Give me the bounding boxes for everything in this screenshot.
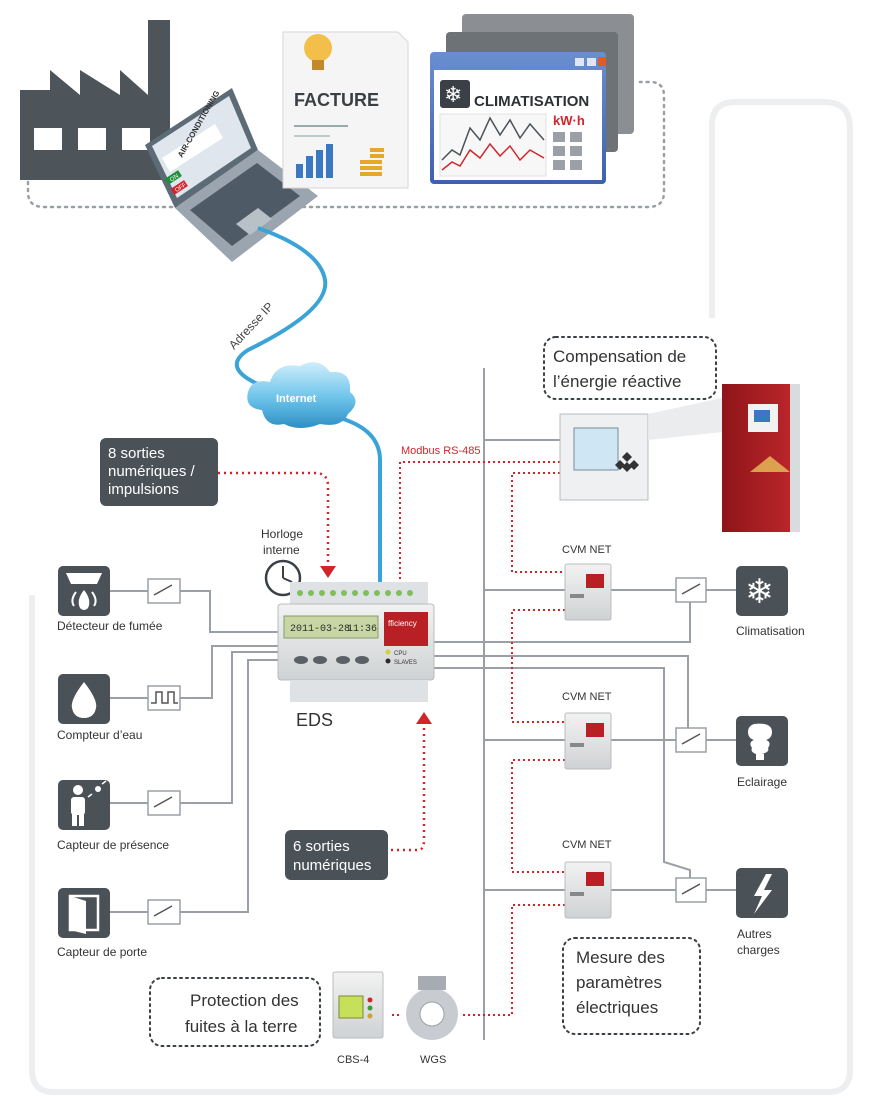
load-label: Autres [737,927,772,941]
sensor-switch [147,578,181,604]
callout-line: l’énergie réactive [553,372,682,391]
callout-measurement: Mesure des paramètres électriques [562,937,701,1035]
callout-line: numériques [293,857,371,874]
cvm-net-meter [564,861,612,919]
lightning-icon [736,868,788,918]
hvac-software-windows: ❄ CLIMATISATION kW·h [430,14,634,184]
load-switch [675,577,707,603]
internet-to-eds-cable [339,416,382,582]
hvac-unit: kW·h [553,113,585,128]
light-bulb-icon [736,716,788,766]
meter-label: CVM NET [562,839,612,851]
callout-line: paramètres [576,973,662,992]
callout-compensation: Compensation de l’énergie réactive [543,336,717,400]
hvac-snowflake-icon: ❄ [444,83,462,108]
clock-label: interne [263,543,300,557]
eds-brand: fficiency [388,619,417,628]
wgs-transformer [406,976,458,1040]
eds-6-outputs-arrow [385,722,426,852]
eds-slaves-label: SLAVES [394,660,417,666]
callout-line: Protection des [190,991,299,1010]
cbs4-device [332,971,384,1039]
presence-sensor-icon [58,780,110,830]
cvm-net-meter [564,712,612,770]
load-switch [675,727,707,753]
callout-line: numériques / [108,463,196,480]
capacitor-cabinet [722,384,800,532]
eds-display-date: 2011-03-28 [290,624,350,635]
eds-8-outputs-arrow [218,471,330,568]
callout-line: Mesure des [576,948,665,967]
internet-cloud: Internet [247,362,356,428]
signal-lines [392,461,565,1016]
wgs-label: WGS [420,1054,446,1066]
invoice-document: FACTURE [282,31,409,189]
callout-line: fuites à la terre [185,1017,297,1036]
sensor-label: Compteur d’eau [57,728,142,742]
sensor-label: Capteur de porte [57,945,147,959]
laptop-on-label: ON [169,173,180,183]
load-label: Climatisation [736,624,805,638]
load-label: Eclairage [737,775,787,789]
callout-line: impulsions [108,481,179,498]
callout-line: Compensation de [553,347,686,366]
cvm-net-meter [564,563,612,621]
compensation-controller [559,398,722,501]
eds-device: 2011-03-28 11:36 fficiency CPU SLAVES [277,582,435,702]
callout-line: 8 sorties [108,445,165,462]
callout-8-outputs: 8 sorties numériques / impulsions [100,438,218,506]
callout-earth-leakage: Protection des fuites à la terre [149,977,321,1047]
svg-text:❄: ❄ [745,572,774,612]
cbs4-label: CBS-4 [337,1054,369,1066]
load-switch [675,877,707,903]
clock-label: Horloge [261,527,303,541]
ip-cable [234,226,328,388]
modbus-label: Modbus RS-485 [401,445,481,457]
callout-line: électriques [576,998,658,1017]
water-drop-icon [58,674,110,724]
laptop-off-label: OFF [174,182,188,194]
sensor-label: Capteur de présence [57,838,169,852]
sensor-label: Détecteur de fumée [57,619,163,633]
callout-6-outputs: 6 sorties numériques [285,830,388,880]
hvac-title: CLIMATISATION [474,93,589,110]
meter-label: CVM NET [562,691,612,703]
sensor-switch [147,899,181,925]
callout-line: 6 sorties [293,838,350,855]
meter-label: CVM NET [562,544,612,556]
snowflake-icon: ❄ [736,566,788,616]
door-icon [58,888,110,938]
internet-label: Internet [276,393,317,405]
building-frame [29,99,853,1095]
eds-label: EDS [296,710,333,730]
pulse-symbol [147,685,181,711]
smoke-detector-icon [58,566,110,616]
eds-cpu-label: CPU [394,651,407,657]
invoice-title: FACTURE [294,90,379,110]
eds-display-time: 11:36 [347,624,377,635]
top-dotted-boundary [26,80,666,209]
ip-address-label: Adresse IP [226,300,276,352]
load-label: charges [737,943,780,957]
sensor-switch [147,790,181,816]
